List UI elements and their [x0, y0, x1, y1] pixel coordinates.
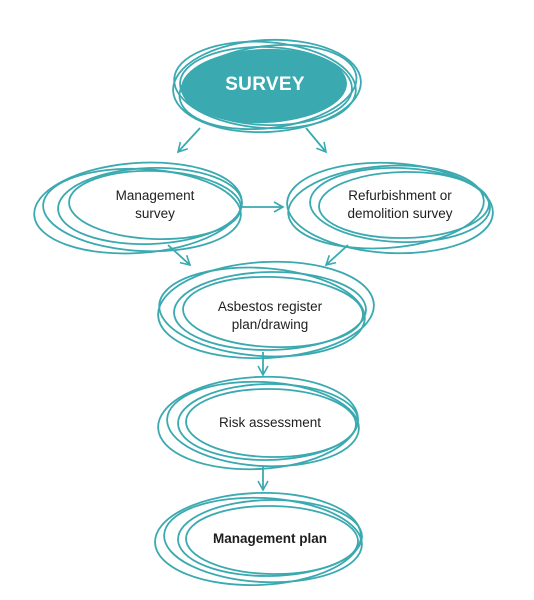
asbestos-register-label: Asbestos register plan/drawing [175, 296, 365, 336]
management-survey-line1: Management [115, 188, 195, 203]
management-plan-text: Management plan [212, 531, 328, 546]
refurbishment-survey-line2: demolition survey [347, 206, 453, 221]
node-survey [172, 38, 362, 134]
survey-label-text: SURVEY [225, 74, 305, 95]
management-survey-line2: survey [135, 206, 175, 221]
arrows [167, 127, 349, 492]
survey-label: SURVEY [185, 70, 345, 100]
management-plan-label: Management plan [175, 528, 365, 550]
arrow-refurbishment-to-register [324, 244, 349, 267]
risk-assessment-text: Risk assessment [218, 415, 322, 430]
node-management-plan [154, 491, 363, 587]
asbestos-register-line2: plan/drawing [231, 317, 309, 332]
refurbishment-survey-line1: Refurbishment or [348, 188, 452, 203]
arrow-management-to-register [167, 244, 192, 267]
refurbishment-survey-label: Refurbishment or demolition survey [305, 185, 495, 225]
node-asbestos-register [157, 260, 375, 360]
arrow-survey-to-refurbishment [305, 127, 328, 154]
node-refurbishment-survey [286, 161, 494, 255]
node-management-survey [33, 161, 243, 255]
node-risk-assessment [157, 375, 360, 471]
management-survey-label: Management survey [70, 185, 240, 225]
arrow-survey-to-management [176, 127, 201, 154]
asbestos-register-line1: Asbestos register [217, 299, 323, 314]
risk-assessment-label: Risk assessment [185, 412, 355, 434]
